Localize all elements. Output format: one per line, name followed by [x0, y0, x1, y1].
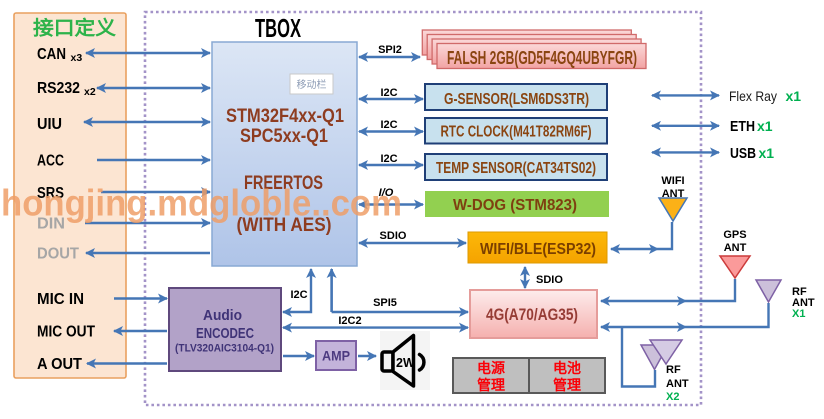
svg-text:4G(A70/AG35): 4G(A70/AG35)	[486, 306, 578, 324]
svg-text:UIU: UIU	[37, 116, 62, 133]
svg-text:SDIO: SDIO	[380, 230, 407, 242]
svg-text:SRS: SRS	[37, 185, 64, 202]
svg-text:ENCODEC: ENCODEC	[196, 325, 254, 342]
svg-text:RF: RF	[666, 364, 681, 376]
svg-text:接口定义: 接口定义	[33, 17, 117, 40]
svg-text:TBOX: TBOX	[255, 13, 301, 43]
svg-text:hongjing.mdgloble..com: hongjing.mdgloble..com	[1, 183, 402, 224]
svg-text:DIN: DIN	[37, 216, 65, 233]
svg-text:RS232: RS232	[37, 80, 80, 97]
svg-text:管理: 管理	[553, 377, 581, 393]
svg-text:移动栏: 移动栏	[297, 78, 327, 91]
svg-text:x1: x1	[759, 145, 775, 161]
svg-text:x1: x1	[786, 88, 802, 104]
svg-text:I2C: I2C	[290, 289, 307, 301]
svg-text:STM32F4xx-Q1: STM32F4xx-Q1	[226, 106, 344, 127]
svg-text:ACC: ACC	[37, 153, 64, 170]
svg-text:I2C: I2C	[380, 153, 397, 165]
svg-text:FALSH 2GB(GD5F4GQ4UBYFGR): FALSH 2GB(GD5F4GQ4UBYFGR)	[447, 48, 637, 68]
svg-text:ANT: ANT	[724, 242, 747, 254]
svg-text:TEMP SENSOR(CAT34TS02): TEMP SENSOR(CAT34TS02)	[436, 160, 596, 177]
svg-text:I2C: I2C	[380, 119, 397, 131]
svg-text:(WITH AES): (WITH AES)	[237, 215, 332, 236]
svg-text:GPS: GPS	[723, 229, 746, 241]
svg-text:DOUT: DOUT	[37, 246, 79, 263]
svg-text:CAN: CAN	[37, 46, 66, 63]
svg-text:I2C2: I2C2	[338, 315, 361, 327]
svg-text:SDIO: SDIO	[536, 274, 563, 286]
svg-text:(TLV320AIC3104-Q1): (TLV320AIC3104-Q1)	[175, 343, 274, 355]
svg-text:ANT: ANT	[662, 188, 685, 200]
svg-text:电池: 电池	[553, 360, 581, 376]
svg-text:ANT: ANT	[792, 297, 815, 309]
svg-text:MIC IN: MIC IN	[37, 291, 84, 308]
svg-text:ANT: ANT	[666, 378, 689, 390]
svg-text:SPI5: SPI5	[373, 297, 397, 309]
svg-text:X2: X2	[666, 391, 679, 403]
svg-text:WIFI/BLE(ESP32): WIFI/BLE(ESP32)	[480, 241, 596, 258]
svg-text:W-DOG (STM823): W-DOG (STM823)	[453, 197, 577, 214]
svg-text:SPI2: SPI2	[378, 44, 402, 56]
svg-text:X1: X1	[792, 308, 805, 320]
svg-text:电源: 电源	[477, 360, 505, 376]
svg-text:G-SENSOR(LSM6DS3TR): G-SENSOR(LSM6DS3TR)	[444, 91, 589, 108]
svg-text:ETH: ETH	[730, 119, 755, 135]
svg-text:x2: x2	[84, 86, 96, 98]
svg-text:MIC OUT: MIC OUT	[37, 324, 95, 341]
svg-text:I/O: I/O	[379, 187, 394, 199]
svg-text:WIFI: WIFI	[661, 175, 684, 187]
svg-text:AMP: AMP	[322, 348, 350, 364]
svg-text:RF: RF	[792, 286, 807, 298]
svg-text:管理: 管理	[477, 377, 505, 393]
svg-text:2W: 2W	[396, 356, 415, 370]
svg-text:x1: x1	[757, 118, 773, 134]
svg-text:I2C: I2C	[380, 87, 397, 99]
svg-text:A OUT: A OUT	[37, 356, 82, 373]
svg-text:x3: x3	[71, 52, 83, 64]
svg-text:RTC CLOCK(M41T82RM6F): RTC CLOCK(M41T82RM6F)	[441, 124, 592, 141]
svg-text:FREERTOS: FREERTOS	[244, 173, 323, 194]
svg-text:SPC5xx-Q1: SPC5xx-Q1	[240, 126, 328, 147]
svg-text:Flex Ray: Flex Ray	[729, 88, 777, 104]
svg-text:USB: USB	[730, 146, 756, 162]
svg-text:Audio: Audio	[203, 308, 242, 324]
